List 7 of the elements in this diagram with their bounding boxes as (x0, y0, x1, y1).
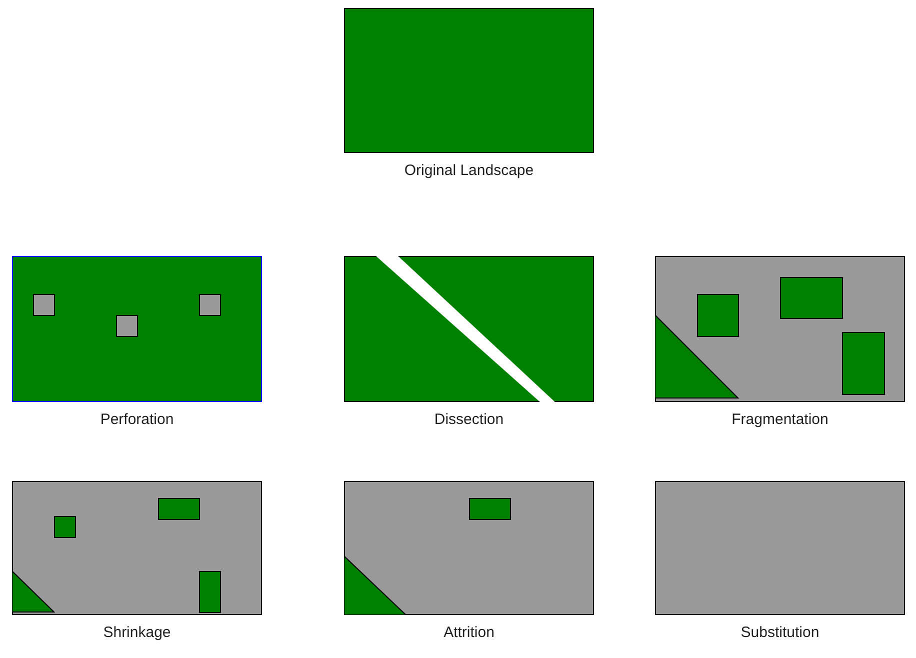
panel-caption: Original Landscape (404, 162, 534, 179)
panel-caption: Fragmentation (732, 411, 828, 428)
panel-caption: Shrinkage (103, 624, 171, 641)
panel-caption: Perforation (100, 411, 174, 428)
panel-caption: Dissection (434, 411, 504, 428)
panel-caption: Attrition (444, 624, 494, 641)
panel-caption: Substitution (740, 624, 820, 641)
